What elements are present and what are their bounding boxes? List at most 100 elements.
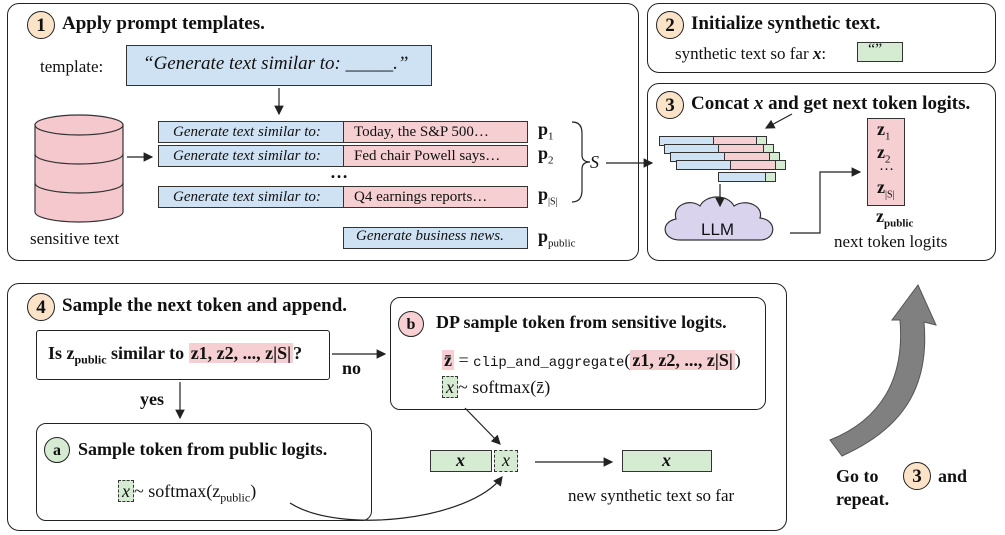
yes-label: yes bbox=[140, 389, 164, 409]
p-subscript: public bbox=[548, 237, 576, 250]
z-subscript: |S| bbox=[885, 189, 895, 201]
sensitive-text-label: sensitive text bbox=[30, 229, 120, 248]
template-text: “Generate text similar to: _____.” bbox=[143, 53, 409, 74]
p-symbol: p bbox=[538, 184, 549, 204]
goto-and: and bbox=[938, 466, 968, 486]
step-3-badge: 3 bbox=[656, 91, 684, 119]
prompt-sensitive-text: Fed chair Powell says… bbox=[344, 145, 528, 167]
zbar: z̄ bbox=[442, 350, 454, 370]
z-subscript: 2 bbox=[885, 153, 891, 166]
step-4-badge: 4 bbox=[27, 293, 55, 321]
prompt-prefix: Generate text similar to: bbox=[158, 186, 344, 208]
step-2-badge: 2 bbox=[656, 11, 684, 39]
template-box bbox=[126, 45, 432, 86]
sampled-token: x bbox=[118, 480, 134, 502]
question-subscript: public bbox=[74, 352, 107, 367]
goto-text: Go to bbox=[836, 466, 879, 486]
ps-label: p|S| bbox=[538, 184, 558, 208]
p-symbol: p bbox=[538, 226, 549, 246]
subpanel-b-heading: DP sample token from sensitive logits. bbox=[436, 312, 727, 332]
z1: z1 bbox=[877, 119, 891, 143]
formula-subscript: public bbox=[220, 490, 251, 505]
subpanel-public-sampling bbox=[36, 423, 372, 521]
stack-bar-public-green bbox=[765, 172, 776, 182]
equals: = bbox=[458, 350, 469, 370]
new-token-x: x bbox=[502, 450, 510, 470]
z-dots: … bbox=[879, 158, 894, 174]
llm-label: LLM bbox=[701, 220, 735, 239]
question-text: Is z bbox=[48, 343, 75, 363]
panel4-heading: Sample the next token and append. bbox=[62, 295, 348, 316]
initial-synthetic-box bbox=[857, 42, 903, 62]
p-public-label: ppublic bbox=[538, 226, 576, 250]
rows-ellipsis: … bbox=[330, 162, 348, 182]
subpanel-a-heading: Sample token from public logits. bbox=[78, 439, 328, 459]
new-synthetic-x: x bbox=[662, 450, 671, 470]
question-mark: ? bbox=[293, 343, 303, 363]
new-synthetic-box bbox=[622, 450, 712, 472]
p-subscript: 2 bbox=[548, 154, 554, 167]
p-subscript: 1 bbox=[548, 130, 554, 143]
p2-label: p2 bbox=[538, 143, 554, 167]
zs: z|S| bbox=[877, 177, 895, 201]
question-text: similar to bbox=[111, 343, 185, 363]
z2: z2 bbox=[877, 142, 891, 166]
panel2-heading: Initialize synthetic text. bbox=[691, 13, 881, 34]
panel-initialize bbox=[647, 3, 996, 73]
logits-column bbox=[867, 118, 905, 206]
new-token-box bbox=[494, 450, 518, 472]
public-prompt-text: Generate business news. bbox=[356, 228, 504, 244]
step-a-badge: a bbox=[44, 437, 70, 463]
stack-bar-green bbox=[775, 160, 786, 170]
z-symbol: z bbox=[877, 142, 885, 162]
prompt-sensitive-text: Today, the S&P 500… bbox=[344, 121, 528, 143]
set-s-label: S bbox=[590, 152, 599, 172]
clip-aggregate-func: clip_and_aggregate bbox=[473, 355, 625, 371]
sensitive-logits-list: z1, z2, ..., z|S| bbox=[188, 343, 294, 363]
p-subscript: |S| bbox=[548, 196, 558, 208]
heading-part: and get next token logits. bbox=[768, 93, 971, 114]
heading-part: Concat bbox=[691, 93, 750, 114]
step-b-badge: b bbox=[398, 311, 424, 337]
dp-sampling-formula: x~ softmax(z̄) bbox=[442, 376, 551, 398]
new-synthetic-label: new synthetic text so far bbox=[568, 486, 735, 505]
heading-var: x bbox=[753, 93, 764, 114]
synthetic-text-box bbox=[430, 450, 492, 472]
p1-label: p1 bbox=[538, 119, 554, 143]
goto-step-3-badge: 3 bbox=[903, 462, 931, 490]
formula-text: ~ softmax(z bbox=[134, 481, 221, 501]
colon: : bbox=[821, 44, 827, 63]
z-subscript: 1 bbox=[885, 130, 891, 143]
public-prompt-box bbox=[343, 227, 528, 249]
prompt-sensitive-text: Q4 earnings reports… bbox=[344, 186, 528, 208]
public-sampling-formula: x~ softmax(zpublic) bbox=[118, 480, 257, 506]
similarity-question: Is zpublic similar to z1, z2, ..., z|S|? bbox=[48, 343, 302, 368]
template-label: template: bbox=[40, 57, 104, 76]
goto-label: Go to bbox=[836, 466, 879, 487]
synthetic-text-x: x bbox=[456, 450, 465, 470]
initial-synthetic-text: “” bbox=[868, 41, 883, 58]
sampled-token: x bbox=[442, 376, 458, 398]
synthetic-so-far-label: synthetic text so far x: bbox=[675, 44, 826, 64]
z-symbol: z bbox=[877, 177, 885, 197]
repeat-label: repeat. bbox=[836, 489, 890, 509]
no-label: no bbox=[342, 358, 362, 378]
z-symbol: z bbox=[877, 119, 885, 139]
synthetic-label-text: synthetic text so far bbox=[675, 44, 809, 63]
clip-aggregate-formula: z̄ = clip_and_aggregate(z1, z2, ..., z|S… bbox=[442, 350, 741, 371]
sensitive-logits-args: z1, z2, ..., z|S| bbox=[630, 350, 735, 370]
p-symbol: p bbox=[538, 143, 549, 163]
next-token-logits-label: next token logits bbox=[834, 232, 948, 251]
prompt-prefix: Generate text similar to: bbox=[158, 121, 344, 143]
p-symbol: p bbox=[538, 119, 549, 139]
panel3-heading: Concat x and get next token logits. bbox=[691, 93, 970, 115]
panel1-heading: Apply prompt templates. bbox=[62, 13, 265, 34]
formula-text: ) bbox=[250, 481, 257, 501]
z-subscript: public bbox=[884, 217, 914, 230]
formula-text: ~ softmax(z̄) bbox=[458, 377, 551, 397]
z-public: zpublic bbox=[876, 206, 913, 230]
prompt-prefix: Generate text similar to: bbox=[158, 145, 344, 167]
